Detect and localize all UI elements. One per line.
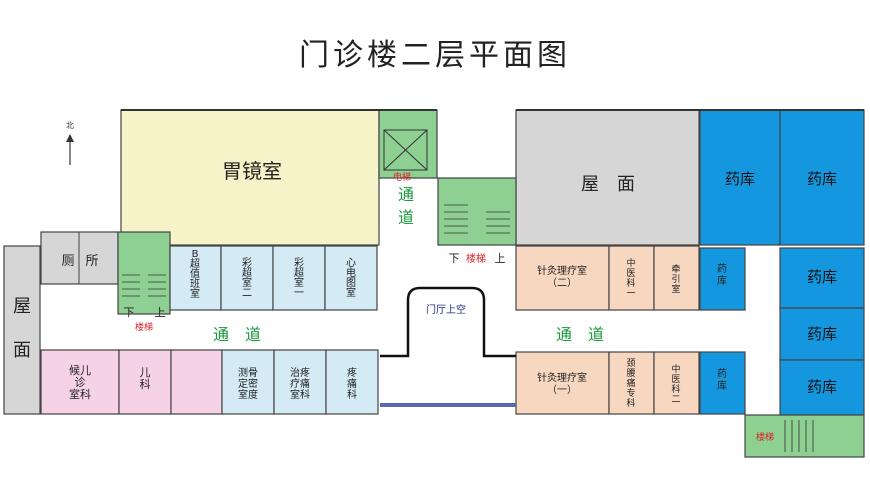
- label-yaoku-1: 药库: [725, 170, 755, 188]
- label-zhongyi1: 中医科一: [626, 257, 635, 299]
- room-caichao1[interactable]: [272, 245, 326, 311]
- stair-br-steps: [784, 420, 814, 452]
- label-stair-left: 楼梯: [135, 321, 153, 333]
- label-up-left: 上: [155, 306, 166, 319]
- label-houer: 候儿诊室科: [69, 363, 91, 401]
- room-wumian-left: [3, 245, 41, 415]
- label-erke: 儿科: [140, 366, 151, 391]
- room-jingyao[interactable]: [608, 351, 655, 415]
- label-yaoku-small2: 药库: [717, 368, 727, 392]
- room-weijing[interactable]: [120, 109, 380, 246]
- room-stair-left[interactable]: [117, 231, 171, 315]
- label-qianyin: 牵引室: [671, 264, 680, 295]
- room-houer[interactable]: [40, 349, 120, 415]
- compass-label: 北: [66, 121, 74, 130]
- stair-left-steps: [122, 274, 166, 297]
- room-stair-center[interactable]: [437, 177, 517, 246]
- stair-center-steps: [444, 204, 510, 234]
- room-pink-blank[interactable]: [170, 349, 223, 415]
- room-yaoku-4[interactable]: [779, 307, 865, 361]
- room-elevator[interactable]: [378, 109, 438, 179]
- label-weijing: 胃镜室: [222, 159, 282, 183]
- label-cesuo-1: 厕: [61, 254, 74, 269]
- label-zhenjiu1: 针灸理疗室（一）: [537, 371, 587, 396]
- room-yaoku-small-1[interactable]: [699, 247, 746, 311]
- label-corridor-top-2: 道: [398, 208, 414, 227]
- label-up-center: 上: [495, 252, 506, 265]
- label-wumian-left-2: 面: [13, 340, 31, 361]
- label-zhiteng: 治疼疗痛室科: [290, 366, 310, 401]
- label-caichao1: 彩超室一: [294, 257, 304, 299]
- label-wumian-top: 屋 面: [581, 174, 635, 195]
- label-zhenjiu2: 针灸理疗室（二）: [537, 264, 587, 289]
- room-yaoku-3[interactable]: [779, 247, 865, 309]
- room-zhenjiu1[interactable]: [515, 351, 610, 415]
- label-yaoku-4: 药库: [807, 325, 837, 343]
- room-tengtong[interactable]: [325, 349, 379, 415]
- label-zhongyi2: 中医科二: [671, 363, 680, 405]
- room-zhiteng[interactable]: [273, 349, 327, 415]
- compass-arrow-head: [66, 134, 74, 142]
- label-down-center: 下: [449, 252, 460, 265]
- room-stair-bottom-right[interactable]: [744, 414, 865, 458]
- room-yaoku-2[interactable]: [779, 109, 865, 246]
- lobby-outline: [380, 286, 516, 358]
- label-yaoku-3: 药库: [807, 268, 837, 286]
- label-cegu: 测骨定密室度: [238, 366, 258, 401]
- label-stair-center: 楼梯: [466, 252, 486, 265]
- elevator-cross-b: [383, 129, 428, 171]
- label-stair-small: 楼梯: [756, 431, 774, 443]
- label-wumian-left-1: 屋: [13, 296, 31, 317]
- page-title: 门诊楼二层平面图: [299, 38, 571, 73]
- label-elevator: 电梯: [393, 171, 411, 183]
- label-down-left: 下: [124, 306, 135, 319]
- label-cesuo-2: 所: [85, 254, 98, 269]
- room-xindian[interactable]: [324, 245, 378, 311]
- room-zhongyi2[interactable]: [653, 351, 700, 415]
- elevator-shaft: [383, 129, 428, 171]
- room-yaoku-small-2[interactable]: [699, 351, 746, 415]
- label-corridor-right: 通 道: [556, 325, 604, 344]
- room-qianyin[interactable]: [653, 245, 700, 311]
- label-jingyao: 颈腰痛专科: [626, 358, 635, 409]
- label-xindian: 心电图室: [346, 257, 356, 299]
- room-caichao2[interactable]: [220, 245, 274, 311]
- label-yaoku-2: 药库: [807, 170, 837, 188]
- label-tengtong: 疼痛科: [347, 366, 357, 401]
- label-caichao2: 彩超室二: [242, 257, 252, 299]
- label-yaoku-5: 药库: [807, 378, 837, 396]
- room-yaoku-5[interactable]: [779, 359, 865, 416]
- room-erke[interactable]: [118, 349, 172, 415]
- label-yaoku-small1: 药库: [717, 263, 727, 287]
- label-corridor-top-1: 通: [398, 185, 414, 204]
- label-lobby: 门厅上空: [426, 303, 466, 316]
- label-corridor-left: 通 道: [213, 325, 261, 344]
